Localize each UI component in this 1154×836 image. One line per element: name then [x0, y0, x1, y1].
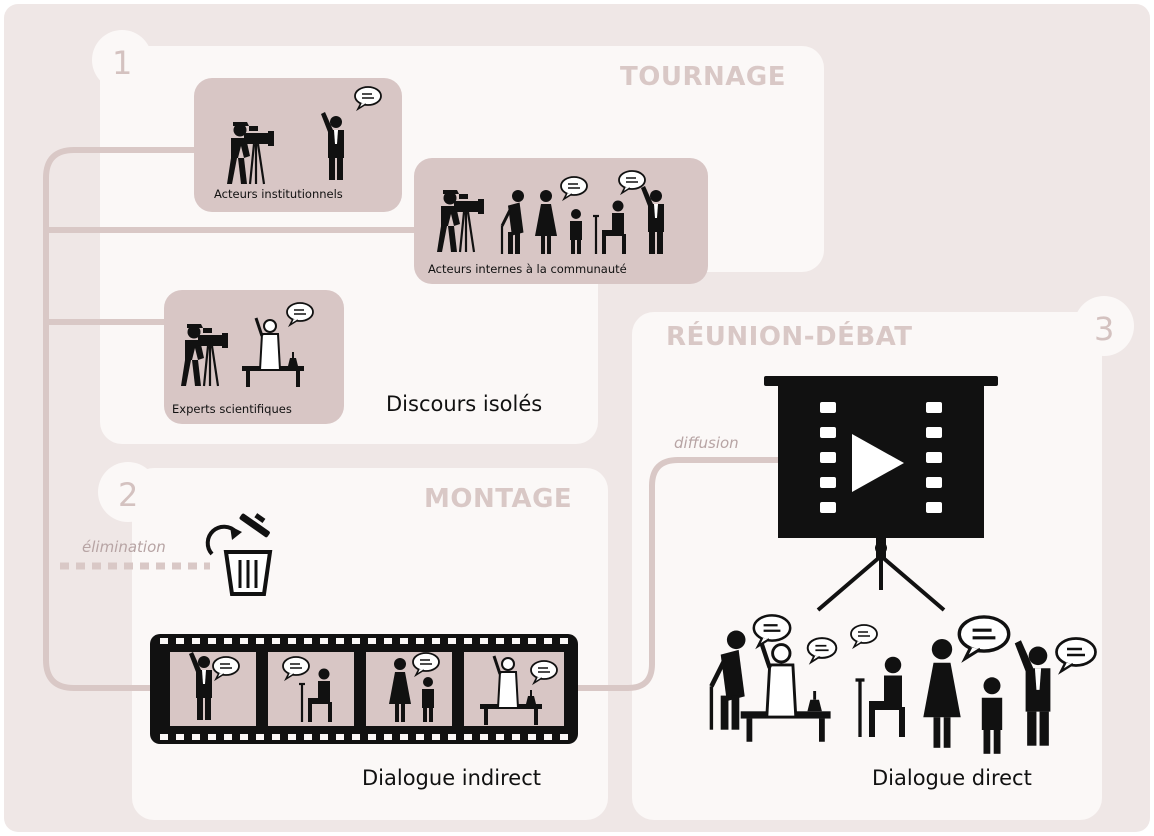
tripod-icon — [816, 538, 946, 612]
label-diffusion: diffusion — [674, 434, 739, 452]
connector-lines — [43, 147, 781, 691]
phase-1-conclusion: Discours isolés — [386, 392, 543, 416]
phase-1-number: 1 — [112, 44, 133, 82]
phase-1-title: TOURNAGE — [620, 62, 786, 92]
label-experts-scientifiques: Experts scientifiques — [172, 402, 292, 416]
phase-2-title: MONTAGE — [424, 484, 573, 514]
label-elimination: élimination — [82, 538, 166, 556]
phase-3-number: 3 — [1094, 310, 1115, 348]
phase-2-number: 2 — [118, 476, 139, 514]
phase-3-badge — [1074, 296, 1134, 356]
label-acteurs-internes: Acteurs internes à la communauté — [428, 262, 627, 276]
phase-3-conclusion: Dialogue direct — [872, 766, 1032, 790]
projector-screen-icon — [764, 376, 998, 538]
phase-3-title: RÉUNION-DÉBAT — [666, 322, 913, 352]
phase-2-conclusion: Dialogue indirect — [362, 766, 541, 790]
card-experts — [164, 290, 344, 424]
trash-icon — [205, 513, 273, 596]
phase-2-badge — [98, 462, 158, 522]
phase-1-badge — [92, 30, 152, 90]
play-icon — [852, 434, 904, 492]
label-acteurs-institutionnels: Acteurs institutionnels — [214, 187, 343, 201]
